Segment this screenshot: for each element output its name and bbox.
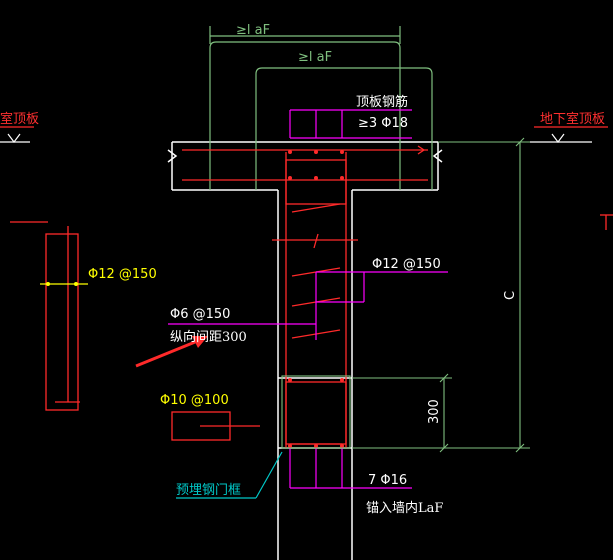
bottom-rebar-label: 7 Φ16 xyxy=(368,473,407,488)
laf-inner-label: ≥l aF xyxy=(298,50,332,65)
roof-rebar-title: 顶板钢筋 xyxy=(356,94,408,110)
right-slab-label: 地下室顶板 xyxy=(540,111,605,127)
stirrup-note: 纵向间距300 xyxy=(170,329,247,345)
anchorage-lines xyxy=(209,26,433,190)
stirrup-label: Φ6 @150 xyxy=(170,307,230,322)
side-rebar-label: Φ12 @150 xyxy=(88,267,157,282)
left-slab-label: 室顶板 xyxy=(0,111,39,127)
door-frame-label: 预埋钢门框 xyxy=(176,483,241,498)
dim-c-label: C xyxy=(503,291,518,300)
wall-outline xyxy=(167,141,443,560)
right-slab-marker xyxy=(530,126,613,230)
leader-lines xyxy=(168,109,448,489)
left-section-detail xyxy=(10,221,88,411)
bottom-rebar-note: 锚入墙内LaF xyxy=(366,500,443,516)
door-frame-leader xyxy=(255,451,283,499)
roof-rebar-spec: ≥3 Φ18 xyxy=(358,116,408,131)
right-rebar-label: Φ12 @150 xyxy=(372,257,441,272)
dim-300-label: 300 xyxy=(427,399,442,424)
dimension-lines xyxy=(281,137,530,453)
laf-outer-label: ≥l aF xyxy=(236,23,270,38)
rebar-dots xyxy=(46,150,344,448)
annotation-arrow xyxy=(135,336,208,368)
left-slab-marker xyxy=(0,126,34,143)
beam-rebar-label: Φ10 @100 xyxy=(160,393,229,408)
labels: ≥l aF ≥l aF 室顶板 地下室顶板 顶板钢筋 ≥3 Φ18 Φ12 @1… xyxy=(0,23,605,516)
